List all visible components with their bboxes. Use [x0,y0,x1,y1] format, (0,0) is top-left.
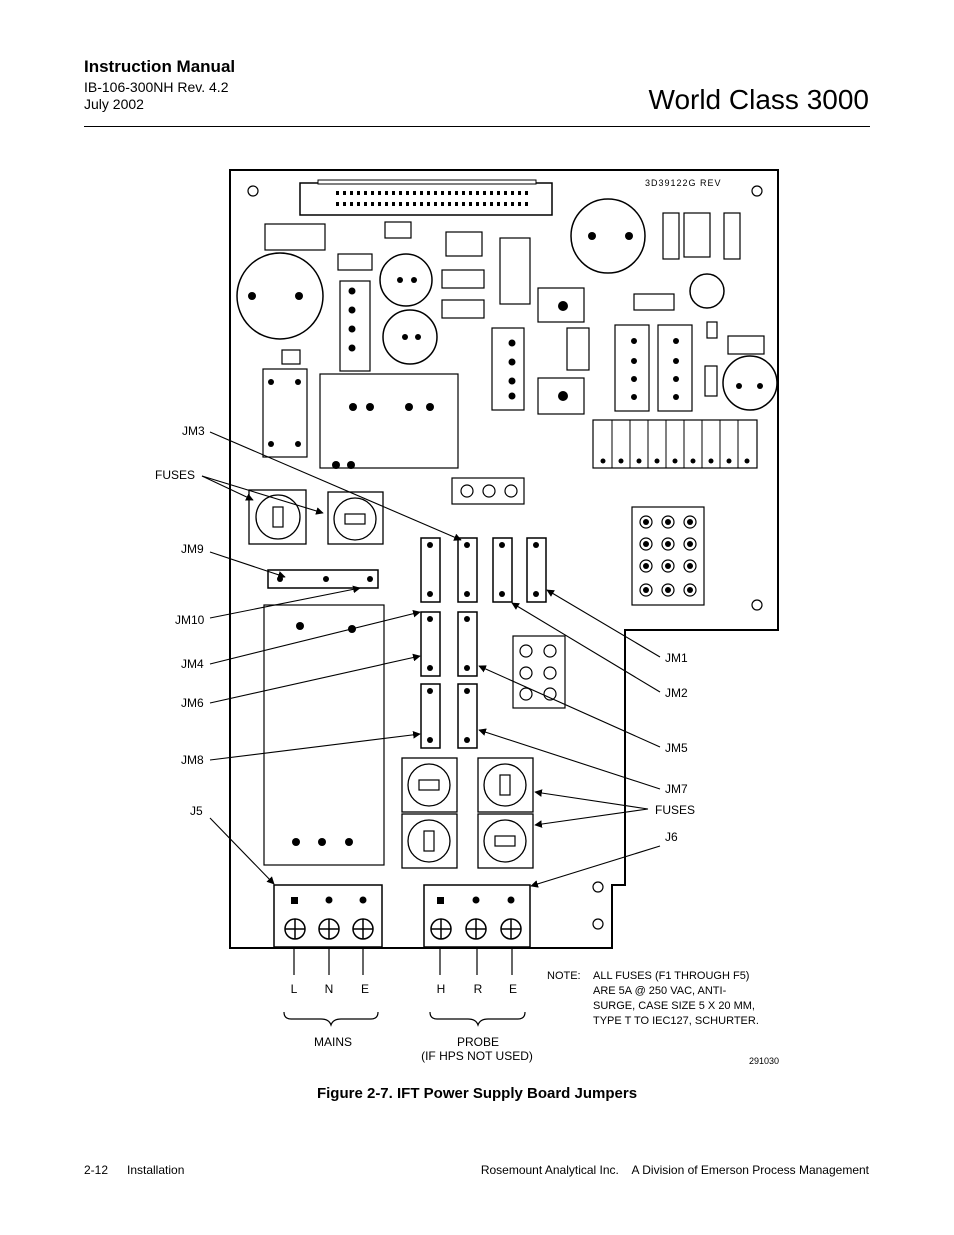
callout-jm2: JM2 [665,686,688,700]
doc-date: July 2002 [84,96,144,112]
mounting-holes [247,185,763,930]
callout-jm5: JM5 [665,741,688,755]
product-title: World Class 3000 [648,84,869,115]
components [262,212,765,866]
drawing-number: 291030 [749,1056,779,1066]
note-line-4: TYPE T TO IEC127, SCHURTER. [593,1015,759,1027]
callout-jm8: JM8 [181,753,204,767]
callout-jm10: JM10 [175,613,205,627]
probe-label: PROBE [457,1035,499,1049]
footer-company: Rosemount Analytical Inc. A Division of … [480,1163,869,1177]
connector-j3 [639,515,697,597]
terminal-h: H [437,982,446,996]
callout-arrows [201,431,661,888]
doc-number: IB-106-300NH Rev. 4.2 [84,79,229,95]
callout-jm1: JM1 [665,651,688,665]
header-rule [84,126,870,127]
note-label: NOTE: [547,970,581,982]
terminal-e-mains: E [361,982,369,996]
jumper-blocks [267,537,547,749]
callout-j5: J5 [190,804,203,818]
probe-note: (IF HPS NOT USED) [421,1049,533,1063]
terminal-e-probe: E [509,982,517,996]
callout-j6: J6 [665,830,678,844]
group-braces [283,1011,526,1027]
connector-j1 [299,179,553,216]
footer-page-number: 2-12 [84,1163,109,1177]
callout-jm7: JM7 [665,782,688,796]
note-line-2: ARE 5A @ 250 VAC, ANTI- [593,985,727,997]
board-outline [229,169,779,949]
figure-caption: Figure 2-7. IFT Power Supply Board Jumpe… [316,1085,638,1102]
callout-fuses-left: FUSES [155,468,195,482]
terminal-n: N [325,982,334,996]
callout-jm9: JM9 [181,542,204,556]
callout-jm3: JM3 [182,424,205,438]
footer-section: Installation [127,1163,185,1177]
callout-jm4: JM4 [181,657,204,671]
note-line-1: ALL FUSES (F1 THROUGH F5) [593,970,749,982]
callout-jm6: JM6 [181,696,204,710]
manual-title: Instruction Manual [84,57,236,76]
callout-fuses-right: FUSES [655,803,695,817]
mains-label: MAINS [314,1035,352,1049]
capacitors [236,198,778,411]
board-part-number: 3D39122G REV [645,178,722,188]
fuse-holders [248,489,534,869]
terminal-block-j6 [423,884,531,948]
terminal-block-j5 [273,884,383,948]
note-line-3: SURGE, CASE SIZE 5 X 20 MM, [593,1000,755,1012]
terminal-r: R [474,982,483,996]
terminal-l: L [291,982,298,996]
